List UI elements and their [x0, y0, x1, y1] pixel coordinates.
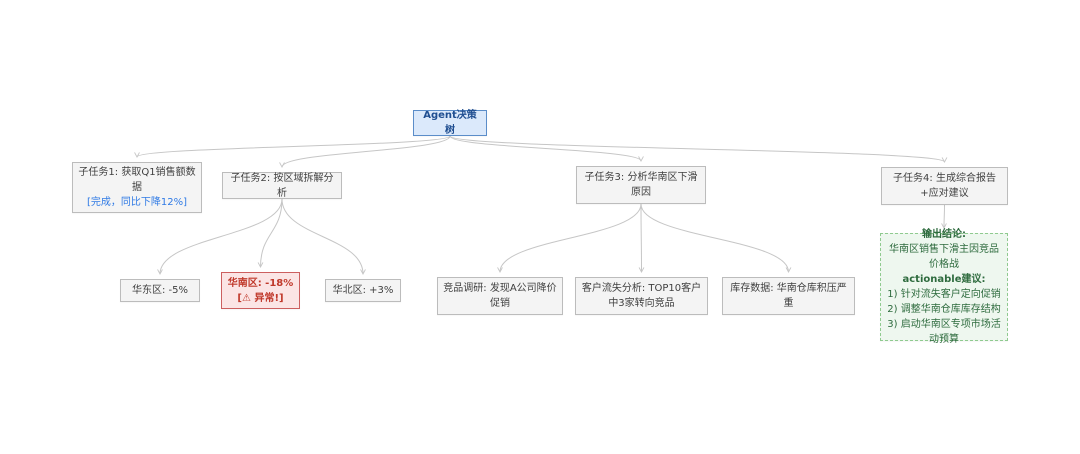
subtask-4-label: 子任务4: 生成综合报告+应对建议 — [893, 173, 996, 199]
node-output-conclusion: 输出结论: 华南区销售下滑主因竞品价格战 actionable建议: 1) 针对… — [880, 229, 1008, 345]
node-subtask-3: 子任务3: 分析华南区下滑原因 — [576, 166, 706, 204]
node-subtask-2: 子任务2: 按区域拆解分析 — [222, 172, 342, 199]
output-actionable-heading: actionable建议: — [902, 274, 986, 285]
output-conclusion-body: 华南区销售下滑主因竞品价格战 — [889, 244, 999, 270]
subtask-3-label: 子任务3: 分析华南区下滑原因 — [584, 172, 698, 198]
inventory-data-label: 库存数据: 华南仓库积压严重 — [730, 283, 847, 309]
output-suggestion-2: 2) 调整华南仓库库存结构 — [887, 304, 1001, 315]
node-region-east: 华东区: -5% — [120, 279, 200, 302]
competitor-research-label: 竞品调研: 发现A公司降价促销 — [443, 283, 557, 309]
root-label: Agent决策树 — [423, 110, 477, 136]
node-region-south-anomaly: 华南区: -18% [⚠ 异常!] — [221, 272, 300, 309]
output-suggestion-1: 1) 针对流失客户定向促销 — [887, 289, 1001, 300]
node-region-north: 华北区: +3% — [325, 279, 401, 302]
region-east-label: 华东区: -5% — [131, 285, 189, 296]
output-conclusion-heading: 输出结论: — [922, 229, 966, 240]
node-inventory-data: 库存数据: 华南仓库积压严重 — [722, 277, 855, 315]
region-south-alert: [⚠ 异常!] — [237, 292, 284, 304]
subtask-2-label: 子任务2: 按区域拆解分析 — [230, 172, 334, 199]
node-subtask-4: 子任务4: 生成综合报告+应对建议 — [881, 167, 1008, 205]
node-agent-decision-tree: Agent决策树 — [413, 110, 487, 136]
node-customer-churn: 客户流失分析: TOP10客户中3家转向竞品 — [575, 277, 708, 315]
subtask-1-label: 子任务1: 获取Q1销售额数据 — [78, 167, 196, 193]
node-subtask-1: 子任务1: 获取Q1销售额数据 [完成，同比下降12%] — [72, 162, 202, 213]
region-south-label: 华南区: -18% — [227, 277, 294, 289]
region-north-label: 华北区: +3% — [332, 285, 394, 296]
subtask-1-status: [完成，同比下降12%] — [86, 197, 188, 208]
customer-churn-label: 客户流失分析: TOP10客户中3家转向竞品 — [581, 283, 702, 309]
output-suggestion-3: 3) 启动华南区专项市场活动预算 — [887, 319, 1001, 345]
node-competitor-research: 竞品调研: 发现A公司降价促销 — [437, 277, 563, 315]
